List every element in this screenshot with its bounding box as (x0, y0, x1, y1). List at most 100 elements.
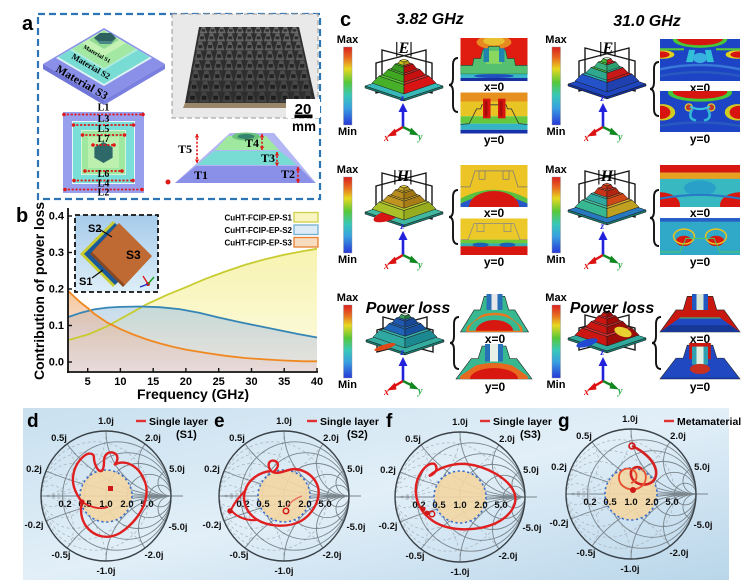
svg-text:0.5j: 0.5j (576, 431, 592, 442)
svg-text:S1: S1 (79, 276, 92, 288)
svg-text:Max: Max (545, 34, 567, 46)
svg-text:Min: Min (338, 379, 357, 391)
svg-text:-0.2j: -0.2j (378, 521, 397, 532)
svg-text:x=0: x=0 (484, 206, 505, 220)
svg-text:y=0: y=0 (484, 255, 505, 269)
svg-text:x=0: x=0 (690, 332, 711, 346)
svg-text:1.0j: 1.0j (452, 417, 468, 428)
svg-text:0.2j: 0.2j (204, 464, 220, 475)
svg-text:1.0j: 1.0j (622, 414, 638, 425)
svg-text:-1.0j: -1.0j (450, 567, 469, 578)
svg-text:Min: Min (547, 379, 566, 391)
svg-text:0.2: 0.2 (236, 499, 249, 510)
svg-text:-1.0j: -1.0j (96, 566, 115, 577)
svg-text:-0.2j: -0.2j (202, 520, 221, 531)
svg-text:x=0: x=0 (485, 332, 506, 346)
svg-text:1.0j: 1.0j (98, 416, 114, 427)
svg-text:d: d (27, 411, 39, 432)
svg-text:L5: L5 (98, 124, 110, 135)
svg-text:Min: Min (338, 254, 357, 266)
svg-text:-5.0j: -5.0j (346, 522, 365, 533)
svg-text:-2.0j: -2.0j (322, 550, 341, 561)
svg-text:x: x (383, 261, 389, 272)
svg-text:y=0: y=0 (484, 133, 505, 147)
svg-text:Frequency (GHz): Frequency (GHz) (137, 386, 249, 402)
svg-text:z: z (600, 221, 605, 231)
svg-text:Max: Max (337, 292, 359, 304)
svg-text:a: a (22, 13, 34, 35)
svg-text:3.82 GHz: 3.82 GHz (396, 11, 464, 28)
svg-text:|H|: |H| (393, 168, 413, 185)
svg-text:(S1): (S1) (176, 429, 197, 441)
svg-text:0.5j: 0.5j (229, 433, 245, 444)
svg-text:y: y (417, 132, 423, 143)
svg-text:Single layer: Single layer (493, 416, 552, 428)
svg-text:Min: Min (547, 126, 566, 138)
svg-text:Single layer: Single layer (320, 416, 379, 428)
svg-text:5.0j: 5.0j (694, 462, 710, 473)
svg-text:x: x (383, 387, 389, 398)
svg-text:5.0: 5.0 (494, 500, 507, 511)
svg-text:x: x (583, 133, 589, 144)
svg-text:20: 20 (295, 101, 312, 118)
svg-text:y: y (617, 132, 623, 143)
svg-text:0.5: 0.5 (256, 499, 270, 510)
svg-text:15: 15 (147, 376, 159, 388)
svg-text:40: 40 (311, 376, 323, 388)
svg-text:0.5j: 0.5j (51, 433, 67, 444)
svg-text:2.0: 2.0 (298, 499, 311, 510)
svg-text:-0.5j: -0.5j (51, 550, 70, 561)
svg-text:Power loss: Power loss (366, 300, 451, 317)
svg-text:|E|: |E| (599, 40, 617, 57)
svg-text:5.0j: 5.0j (523, 465, 539, 476)
svg-text:mm: mm (292, 119, 316, 134)
svg-text:Metamaterial: Metamaterial (677, 416, 741, 428)
svg-text:b: b (16, 205, 28, 227)
svg-text:-1.0j: -1.0j (274, 566, 293, 577)
svg-text:0.2j: 0.2j (26, 464, 42, 475)
svg-text:T4: T4 (245, 136, 259, 150)
svg-text:0.2j: 0.2j (380, 465, 396, 476)
svg-text:20: 20 (180, 376, 192, 388)
svg-text:2.0j: 2.0j (145, 433, 161, 444)
svg-text:CuHT-FCIP-EP-S1: CuHT-FCIP-EP-S1 (224, 214, 292, 223)
svg-text:L1: L1 (98, 103, 110, 114)
svg-text:0.1: 0.1 (49, 320, 64, 332)
svg-text:y: y (417, 386, 423, 397)
svg-text:25: 25 (213, 376, 225, 388)
svg-text:z: z (400, 221, 405, 231)
svg-text:0.5j: 0.5j (405, 434, 421, 445)
svg-text:Max: Max (337, 34, 359, 46)
svg-text:y=0: y=0 (690, 255, 711, 269)
svg-text:2.0j: 2.0j (670, 431, 686, 442)
svg-text:L6: L6 (98, 169, 110, 180)
svg-text:1.0j: 1.0j (276, 416, 292, 427)
svg-text:0.5: 0.5 (603, 497, 617, 508)
svg-text:1.0: 1.0 (624, 497, 637, 508)
svg-text:5: 5 (85, 376, 91, 388)
svg-text:y: y (617, 260, 623, 271)
svg-text:Contribution of power loss: Contribution of power loss (31, 202, 47, 380)
svg-text:-0.2j: -0.2j (549, 518, 568, 529)
svg-text:2.0j: 2.0j (323, 433, 339, 444)
svg-text:y=0: y=0 (485, 380, 506, 394)
svg-text:Max: Max (337, 164, 359, 176)
svg-text:x=0: x=0 (484, 80, 505, 94)
svg-text:f: f (386, 411, 393, 432)
svg-text:y=0: y=0 (690, 380, 711, 394)
svg-text:0.2: 0.2 (583, 497, 596, 508)
svg-text:Power loss: Power loss (570, 300, 655, 317)
svg-text:z: z (600, 347, 605, 357)
svg-text:y: y (417, 260, 423, 271)
svg-text:T2: T2 (281, 167, 295, 181)
svg-text:T1: T1 (194, 168, 208, 182)
svg-text:z: z (400, 347, 405, 357)
svg-text:|E|: |E| (395, 40, 413, 57)
svg-text:31.0 GHz: 31.0 GHz (613, 13, 681, 30)
svg-text:z: z (600, 93, 605, 103)
svg-text:Min: Min (338, 126, 357, 138)
svg-text:g: g (558, 411, 570, 432)
svg-text:5.0: 5.0 (665, 497, 678, 508)
svg-text:L7: L7 (98, 134, 110, 145)
svg-text:(S2): (S2) (347, 429, 368, 441)
